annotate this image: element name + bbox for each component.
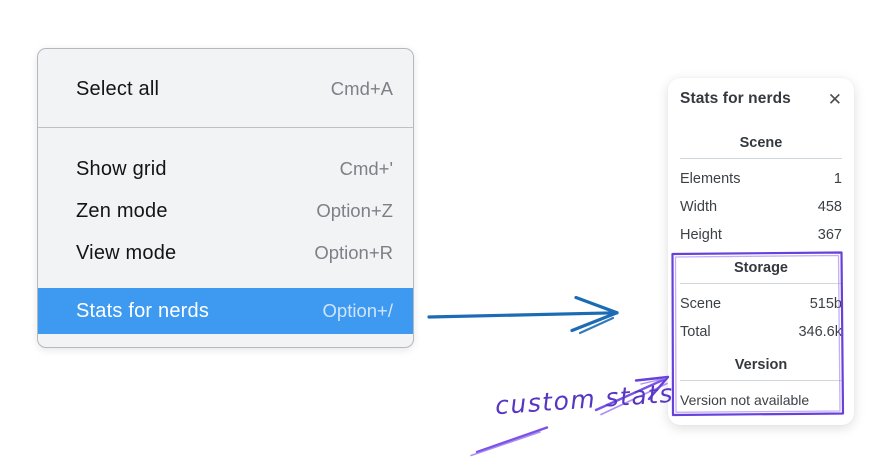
close-button[interactable]: ✕: [828, 91, 842, 108]
stat-value: 1: [833, 171, 842, 187]
menu-item-view-mode[interactable]: View mode Option+R: [38, 232, 413, 274]
menu-item-label: Show grid: [76, 157, 167, 180]
annotation-arrow: [470, 375, 670, 457]
menu-item-label: Select all: [76, 77, 160, 100]
stat-row-total-size: Total 346.6k: [680, 318, 842, 346]
close-icon: ✕: [827, 89, 842, 109]
stat-row-width: Width 458: [680, 193, 842, 221]
stat-label: Total: [680, 324, 711, 340]
section-heading: Version: [734, 357, 788, 373]
stat-value: 346.6k: [798, 324, 842, 340]
stat-row-height: Height 367: [680, 221, 842, 249]
section-divider: [680, 283, 842, 284]
stats-panel: Stats for nerds ✕ Scene Elements 1 Width…: [668, 78, 854, 425]
menu-item-shortcut: Option+R: [314, 242, 393, 263]
menu-item-select-all[interactable]: Select all Cmd+A: [38, 65, 413, 113]
stat-label: Scene: [680, 296, 722, 312]
stat-value: 367: [817, 227, 842, 243]
annotation-label: custom stats: [494, 378, 675, 421]
section-divider: [680, 158, 842, 159]
menu-item-label: View mode: [76, 241, 177, 264]
section-heading: Scene: [739, 135, 783, 151]
section-version: Version Version not available: [680, 356, 842, 413]
stat-row-scene-size: Scene 515b: [680, 290, 842, 318]
menu-item-shortcut: Cmd+A: [330, 78, 393, 99]
stats-panel-header: Stats for nerds ✕: [680, 88, 842, 110]
stat-label: Height: [680, 227, 722, 243]
context-menu: Select all Cmd+A Show grid Cmd+' Zen mod…: [37, 48, 414, 348]
menu-item-shortcut: Option+/: [322, 300, 393, 321]
stat-row-elements: Elements 1: [680, 165, 842, 193]
blue-arrow: [427, 295, 619, 335]
section-scene: Scene Elements 1 Width 458 Height 367: [680, 134, 842, 249]
stat-label: Elements: [680, 171, 741, 187]
section-heading: Storage: [734, 260, 788, 276]
stat-value: 515b: [809, 296, 842, 312]
menu-divider: [38, 127, 413, 128]
section-storage: Storage Scene 515b Total 346.6k: [680, 259, 842, 346]
menu-item-label: Zen mode: [76, 199, 168, 222]
stat-label: Width: [680, 199, 718, 215]
menu-item-show-grid[interactable]: Show grid Cmd+': [38, 148, 413, 190]
menu-item-stats-for-nerds[interactable]: Stats for nerds Option+/: [38, 288, 413, 334]
panel-title: Stats for nerds: [680, 90, 791, 107]
menu-item-shortcut: Option+Z: [316, 200, 393, 221]
menu-item-shortcut: Cmd+': [339, 158, 393, 179]
menu-item-label: Stats for nerds: [76, 299, 210, 322]
section-divider: [680, 380, 842, 381]
stat-value: 458: [817, 199, 842, 215]
menu-item-zen-mode[interactable]: Zen mode Option+Z: [38, 190, 413, 232]
version-note: Version not available: [680, 392, 810, 408]
